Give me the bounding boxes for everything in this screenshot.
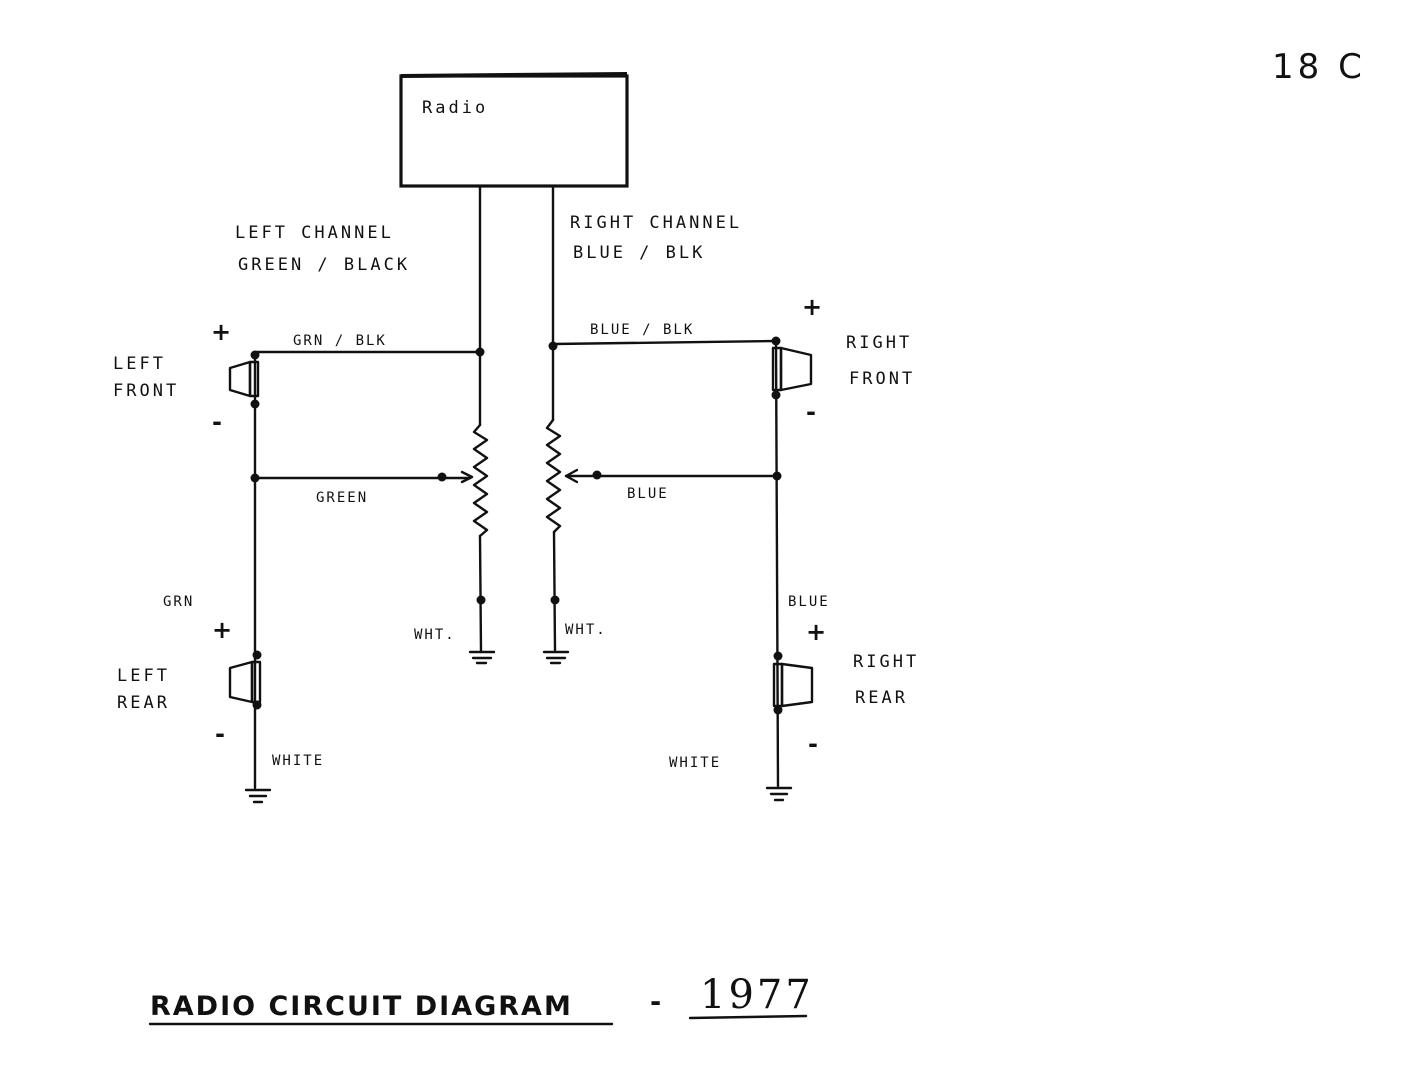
wire-label-grn: GRN	[163, 594, 194, 610]
left-channel-color: GREEN / BLACK	[238, 255, 410, 275]
wire-label-white-right: WHITE	[669, 755, 721, 771]
left-front-speaker-icon	[228, 360, 260, 398]
right-channel-color: BLUE / BLK	[573, 243, 705, 263]
left-rear-speaker-icon	[228, 660, 262, 704]
radio-label: Radio	[422, 98, 488, 118]
ground-icon	[542, 650, 570, 665]
diagram-year: 1977	[700, 972, 814, 1018]
left-front-minus: -	[212, 408, 222, 436]
left-rear-plus: +	[212, 616, 232, 644]
radio-box	[399, 74, 629, 188]
left-rear-minus: -	[215, 720, 225, 748]
ground-icon	[244, 788, 272, 804]
right-rear-plus: +	[806, 618, 826, 646]
right-rear-label-1: RIGHT	[853, 652, 919, 672]
right-channel-label: RIGHT CHANNEL	[570, 213, 742, 233]
right-rear-label-2: REAR	[855, 688, 908, 708]
right-rear-minus: -	[808, 730, 818, 758]
left-fader-resistor	[472, 423, 489, 538]
left-rear-label-2: REAR	[117, 693, 170, 713]
wire-label-grn-blk: GRN / BLK	[293, 333, 387, 349]
wire-label-white-left: WHITE	[272, 753, 324, 769]
right-rear-speaker-icon	[772, 662, 814, 708]
title-dash: -	[650, 987, 663, 1018]
wire-label-blue-rear: BLUE	[788, 594, 830, 610]
page-number: 18 C	[1272, 47, 1366, 87]
left-channel-label: LEFT CHANNEL	[235, 223, 394, 243]
wire-label-wht-right: WHT.	[565, 622, 607, 638]
right-front-label-1: RIGHT	[846, 333, 912, 353]
left-front-label-1: LEFT	[113, 354, 166, 374]
diagram-title: RADIO CIRCUIT DIAGRAM	[150, 991, 573, 1022]
right-front-speaker-icon	[771, 346, 813, 392]
wire-label-wht-left: WHT.	[414, 627, 456, 643]
left-rear-label-1: LEFT	[117, 666, 170, 686]
ground-icon	[468, 650, 496, 665]
wire-label-green: GREEN	[316, 490, 368, 506]
left-front-label-2: FRONT	[113, 381, 179, 401]
right-front-minus: -	[806, 398, 816, 426]
ground-icon	[765, 786, 793, 802]
left-front-plus: +	[211, 318, 231, 346]
wire-label-blue-blk: BLUE / BLK	[590, 322, 694, 338]
radio-unit: Radio	[399, 72, 629, 188]
right-fader-resistor	[545, 418, 562, 534]
year-underline	[688, 1014, 808, 1020]
wire-label-blue: BLUE	[627, 486, 669, 502]
right-front-plus: +	[802, 293, 822, 321]
right-front-label-2: FRONT	[849, 369, 915, 389]
left-channel-wiring	[244, 184, 496, 804]
right-channel-wiring	[542, 184, 793, 802]
